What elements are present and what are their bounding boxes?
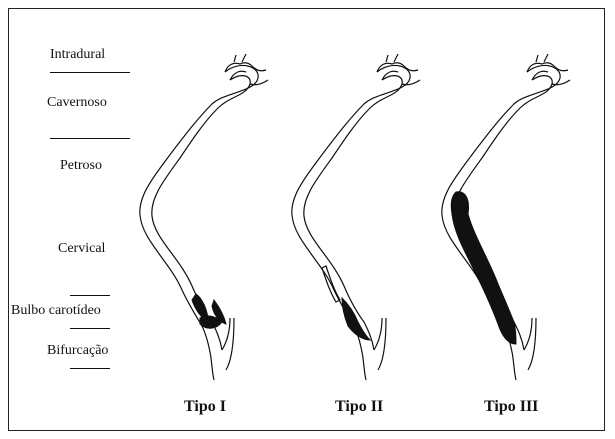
artery-tipo-1 xyxy=(140,54,268,380)
artery-tipo-3 xyxy=(442,54,570,380)
artery-tipo-2 xyxy=(292,54,420,380)
